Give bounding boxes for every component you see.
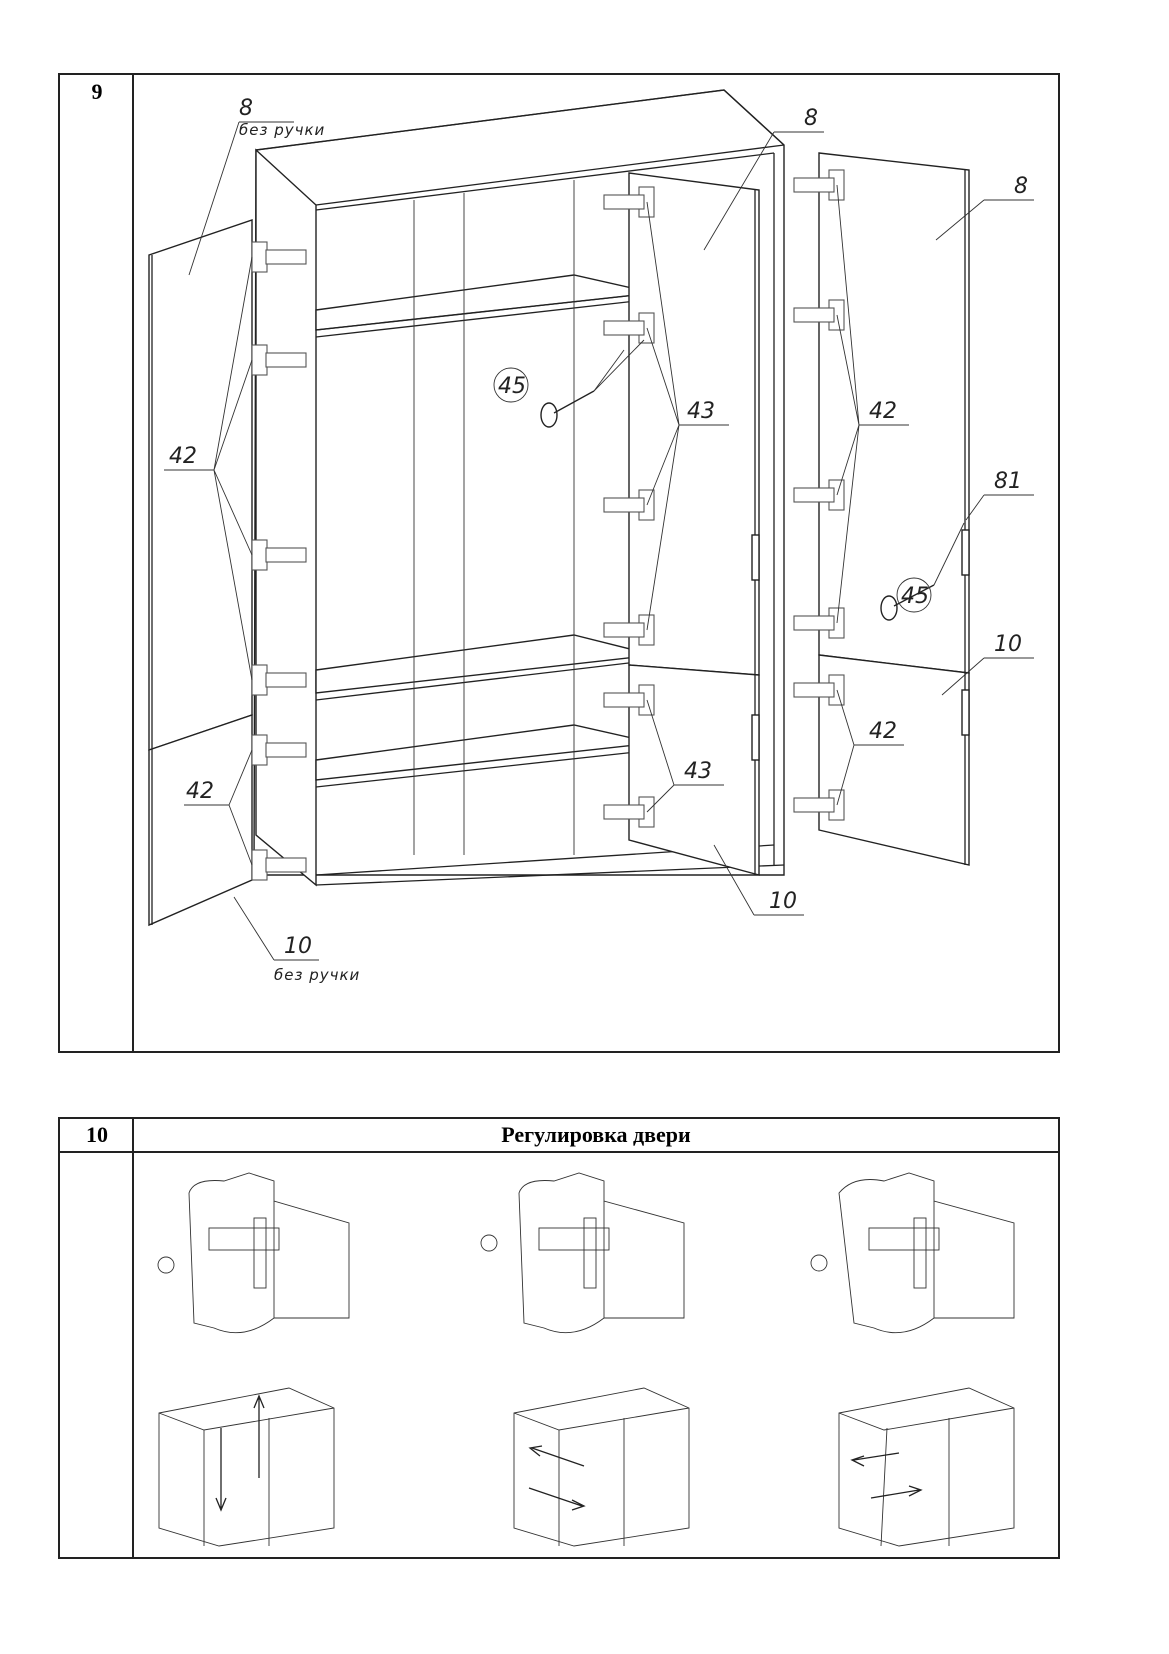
callout-label: 81 bbox=[994, 469, 1022, 494]
callout-label: 10 bbox=[769, 889, 797, 914]
left-door bbox=[148, 219, 253, 927]
step-10-table: 10 Регулировка двери bbox=[58, 1117, 1060, 1559]
step-9-table: 9 bbox=[58, 73, 1060, 1053]
door-handle bbox=[751, 534, 760, 581]
callout-label: 8 bbox=[1014, 174, 1028, 199]
callout-label: 10 bbox=[994, 632, 1022, 657]
right-arrow-icon bbox=[528, 1487, 586, 1511]
leader-lines bbox=[164, 121, 1034, 961]
callout-label: 8 bbox=[239, 96, 253, 121]
callout-label: 42 bbox=[186, 779, 214, 804]
left-arrow-icon bbox=[528, 1445, 585, 1467]
left-arrow-icon bbox=[850, 1452, 900, 1467]
down-arrow-icon bbox=[215, 1428, 227, 1512]
screw-icon bbox=[880, 522, 965, 621]
callout-note: без ручки bbox=[239, 121, 325, 139]
hinge-adjust-illustration bbox=[480, 1172, 685, 1334]
callout-note: без ручки bbox=[274, 966, 360, 984]
section-title: Регулировка двери bbox=[134, 1119, 1058, 1153]
step-number: 9 bbox=[91, 79, 103, 104]
up-arrow-icon bbox=[253, 1394, 265, 1478]
right-arrow-icon bbox=[870, 1485, 923, 1499]
rotate-icon bbox=[157, 1256, 175, 1274]
door-adjustment-illustrations bbox=[157, 1172, 1015, 1547]
door-handle bbox=[751, 714, 760, 761]
door-handle bbox=[961, 529, 970, 576]
door-adjust-illustration bbox=[838, 1387, 1015, 1547]
rotate-icon bbox=[480, 1234, 498, 1252]
hinge-adjust-illustration bbox=[810, 1172, 1015, 1334]
right-door bbox=[818, 152, 970, 866]
step-number: 10 bbox=[60, 1119, 134, 1153]
door-adjust-illustration bbox=[513, 1387, 690, 1547]
callout-label: 43 bbox=[687, 399, 715, 424]
hinge-adjust-illustration bbox=[157, 1172, 350, 1334]
callout-label: 45 bbox=[498, 374, 526, 399]
step-number-cell bbox=[60, 1119, 134, 1557]
hinges bbox=[251, 169, 845, 881]
rotate-icon bbox=[810, 1254, 828, 1272]
callout-label: 43 bbox=[684, 759, 712, 784]
callout-label: 42 bbox=[869, 719, 897, 744]
screw-icon bbox=[540, 339, 645, 428]
callout-label: 42 bbox=[869, 399, 897, 424]
callout-label: 45 bbox=[901, 584, 929, 609]
door-handle bbox=[961, 689, 970, 736]
door-adjust-illustration bbox=[158, 1387, 335, 1547]
wardrobe-assembly-diagram: 8 без ручки 8 8 42 42 43 43 42 42 45 45 … bbox=[148, 89, 1034, 984]
step-number-cell: 9 bbox=[60, 75, 134, 1051]
callout-label: 8 bbox=[804, 106, 818, 131]
callout-label: 10 bbox=[284, 934, 312, 959]
callout-label: 42 bbox=[169, 444, 197, 469]
